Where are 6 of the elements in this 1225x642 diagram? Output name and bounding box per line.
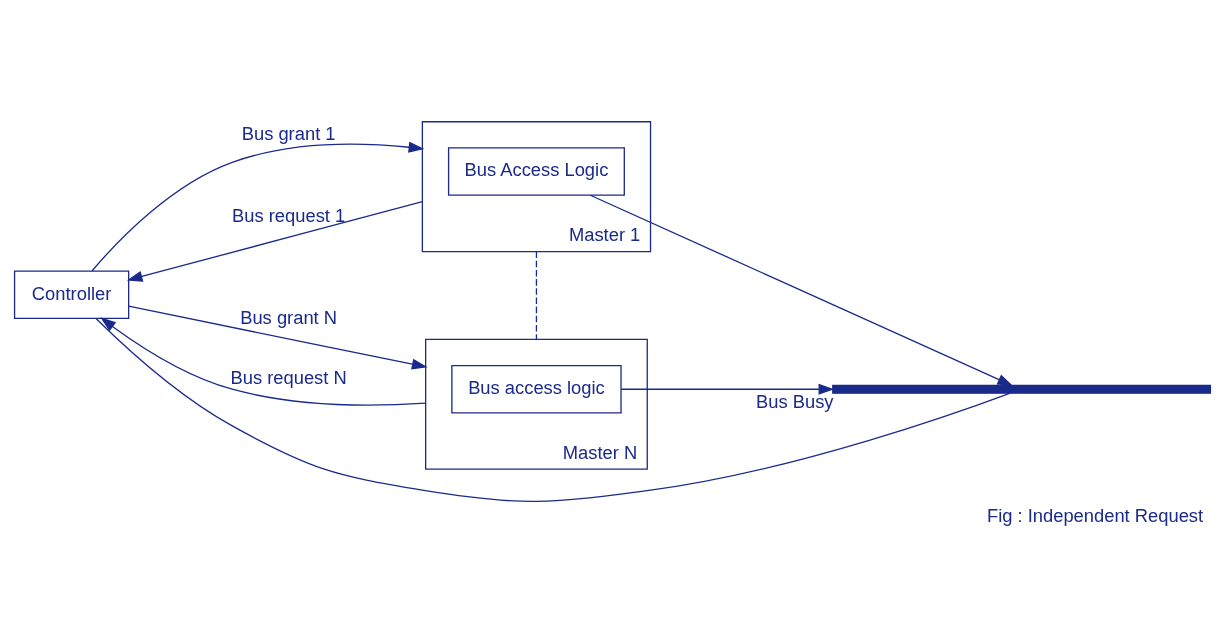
- edge-label: Bus request N: [230, 366, 347, 388]
- caption: Fig : Independent Request: [986, 504, 1204, 526]
- node-label: Bus Busy: [756, 390, 834, 412]
- edge-label: Bus request 1: [232, 204, 346, 226]
- edge-label: Bus grant 1: [241, 122, 336, 144]
- edge-label: Bus grant N: [240, 306, 338, 328]
